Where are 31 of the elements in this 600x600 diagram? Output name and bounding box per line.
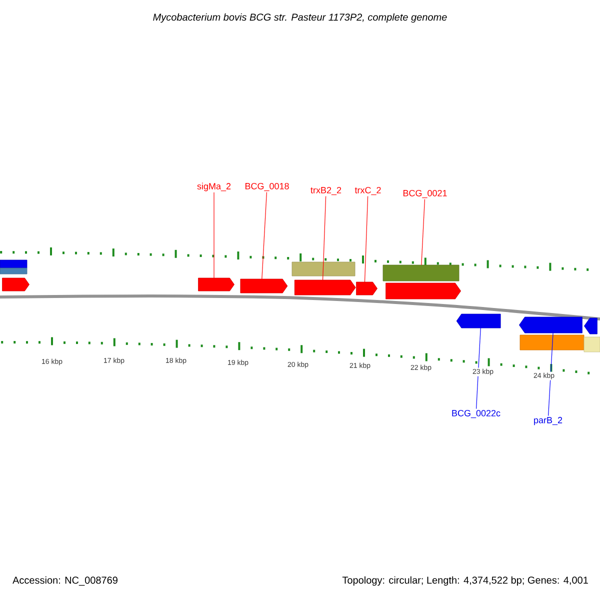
title: Mycobacterium bovis BCG str. Pasteur 1173P2, complete genome xyxy=(153,13,447,23)
gene-feature xyxy=(294,280,356,296)
leader-line xyxy=(262,192,267,280)
gene-feature xyxy=(520,334,584,350)
gene-feature xyxy=(584,318,598,334)
gene-feature xyxy=(456,314,501,328)
leader-line xyxy=(322,196,326,280)
gene-feature xyxy=(356,282,378,296)
gene-feature xyxy=(386,282,461,300)
gene-label: BCG_0021 xyxy=(403,190,447,198)
gene-feature xyxy=(198,278,234,292)
gene-label: BCG_0018 xyxy=(245,182,289,192)
gene-label: sigMa_2 xyxy=(197,182,231,192)
gene-feature xyxy=(382,264,460,282)
gene-feature xyxy=(519,316,582,334)
gene-feature xyxy=(292,262,356,276)
genome-info-text: Topology: circular; Length: 4,374,522 bp; Genes: 4,001 xyxy=(342,576,588,586)
leader-line xyxy=(548,332,554,416)
leader-line xyxy=(476,328,481,410)
gene-label: parB_2 xyxy=(534,416,562,426)
gene-feature xyxy=(0,268,28,274)
gene-label: trxC_2 xyxy=(354,186,381,196)
gene-feature xyxy=(584,336,600,352)
leader-line xyxy=(421,198,426,266)
gene-label: BCG_0022c xyxy=(452,410,500,418)
gene-feature xyxy=(2,278,30,292)
accession-text: Accession: NC_008769 xyxy=(12,576,118,586)
gene-label: trxB2_2 xyxy=(310,186,342,196)
gene-feature xyxy=(240,278,288,294)
gene-feature xyxy=(0,260,28,268)
leader-line xyxy=(364,196,368,282)
